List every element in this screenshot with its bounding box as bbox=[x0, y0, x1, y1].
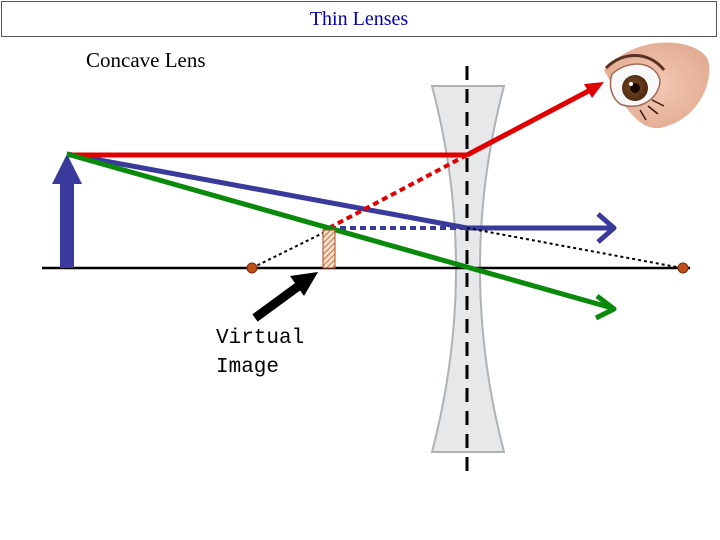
ray-center-arrowhead bbox=[594, 294, 617, 321]
virtual-image-label: Virtual Image bbox=[216, 327, 305, 379]
page-title: Thin Lenses bbox=[309, 8, 409, 30]
construction-line-near bbox=[251, 229, 330, 269]
ray-focal-arrowhead bbox=[596, 212, 617, 244]
ray-parallel-arrowhead bbox=[584, 82, 604, 98]
eye-icon bbox=[604, 42, 710, 129]
ray-center bbox=[66, 151, 613, 311]
diagram-subtitle: Concave Lens bbox=[86, 48, 206, 72]
title-bar: Thin Lenses bbox=[1, 1, 717, 37]
ray-parallel-virtual-extension bbox=[328, 153, 468, 230]
focal-point-near bbox=[246, 262, 258, 274]
construction-line-far bbox=[466, 227, 683, 269]
object-arrow bbox=[52, 154, 82, 268]
ray-parallel-refracted bbox=[465, 83, 600, 158]
virtual-image-pointer bbox=[252, 272, 318, 322]
ray-focal-incident bbox=[66, 151, 468, 231]
virtual-image bbox=[322, 229, 336, 269]
focal-point-far bbox=[677, 262, 689, 274]
